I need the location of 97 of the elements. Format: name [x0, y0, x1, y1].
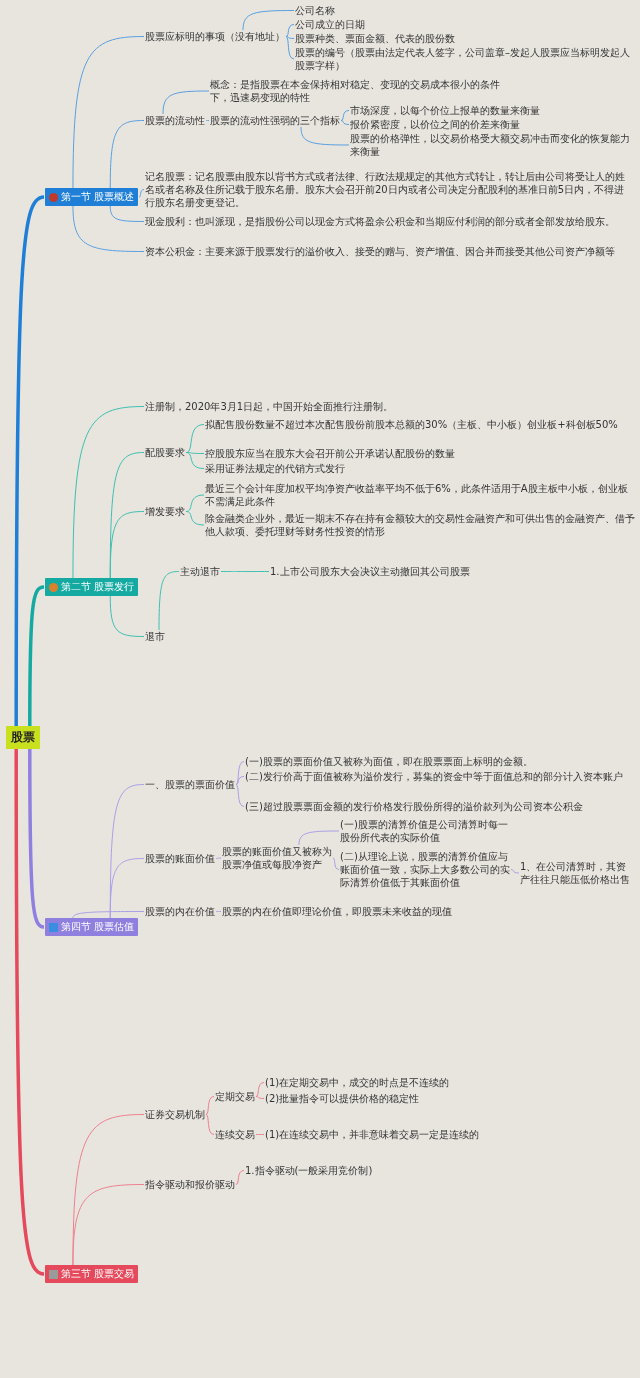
branch-line	[185, 494, 205, 512]
topic-text: 配股要求	[145, 446, 185, 459]
branch-line	[14, 195, 45, 726]
topic-text: 股票的流动性强弱的三个指标	[210, 114, 340, 127]
section-title: 第二节 股票发行	[61, 580, 135, 594]
topic-text: 公司成立的日期	[295, 18, 365, 31]
branch-line	[72, 36, 145, 189]
topic-text: (1)在连续交易中，并非意味着交易一定是连续的	[265, 1128, 480, 1141]
topic-text: 报价紧密度，以价位之间的价差来衡量	[350, 118, 520, 131]
topic-text: 股票的内在价值即理论价值，即股票未来收益的现值	[222, 905, 452, 918]
branch-line	[235, 1170, 245, 1185]
section-box	[45, 918, 139, 936]
section-box	[45, 188, 139, 206]
topic-text: 概念：是指股票在本金保持相对稳定、变现的交易成本很小的条件下，迅速易变现的特性	[210, 78, 510, 104]
topic-text: 股票的内在价值	[145, 905, 215, 918]
topic-text: 股票的流动性	[145, 114, 205, 127]
branch-line	[300, 126, 350, 146]
section-box	[45, 578, 139, 596]
topic-text: (一)股票的清算价值是公司清算时每一股份所代表的实际价值	[340, 818, 510, 844]
topic-text: 主动退市	[180, 565, 220, 578]
topic-text: 现金股利：也叫派现，是指股份公司以现金方式将盈余公积金和当期应付利润的部分或者全部发放给股东。	[145, 215, 630, 228]
branch-line	[72, 911, 145, 919]
topic-text: (二)发行价高于面值被称为溢价发行，募集的资金中等于面值总和的部分计入资本账户	[245, 770, 630, 783]
branch-line	[215, 857, 222, 859]
topic-text: 增发要求	[145, 505, 185, 518]
topic-text: 1.上市公司股东大会决议主动撤回其公司股票	[270, 565, 470, 578]
branch-line	[28, 585, 45, 726]
topic-text: 除金融类企业外，最近一期末不存在持有金额较大的交易性金融资产和可供出售的金融资产、借予他人款项、委托理财等财务性投资的情形	[205, 512, 635, 538]
topic-text: 1、在公司清算时，其资产往往只能压低价格出售	[520, 860, 635, 886]
branch-line	[158, 571, 180, 631]
topic-text: 资本公积金：主要来源于股票发行的溢价收入、接受的赠与、资产增值、因合并而接受其他公司资产净额等	[145, 245, 630, 258]
branch-line	[205, 120, 210, 121]
topic-text: 记名股票：记名股票由股东以背书方式或者法律、行政法规规定的其他方式转让，转让后由公司将受让人的姓名或者名称及住所记载于股东名册。股东大会召开前20日内或者公司决定分配股利的基准日前5日内，不得进行股东名册变更登记。	[145, 170, 630, 209]
section-title: 第三节 股票交易	[61, 1267, 135, 1281]
branch-line	[255, 1134, 265, 1135]
branch-line	[205, 1096, 215, 1115]
branch-line	[72, 1184, 145, 1266]
topic-text: (2)批量指令可以提供价格的稳定性	[265, 1092, 420, 1105]
topic-text: 控股股东应当在股东大会召开前公开承诺认配股份的数量	[205, 447, 455, 460]
branch-line	[285, 24, 295, 37]
branch-line	[28, 749, 45, 929]
branch-line	[235, 784, 245, 807]
branch-line	[332, 857, 340, 870]
topic-text: 股票的编号（股票由法定代表人签字，公司盖章–发起人股票应当标明发起人股票字样）	[295, 46, 630, 72]
topic-text: 股票应标明的事项（没有地址）	[145, 30, 285, 43]
branch-line	[298, 830, 340, 846]
topic-text: 股票的账面价值	[145, 852, 215, 865]
topic-text: 连续交易	[215, 1128, 255, 1141]
branch-line	[109, 858, 145, 919]
topic-text: 最近三个会计年度加权平均净资产收益率平均不低于6%，此条件适用于A股主板中小板，创业板不需满足此条件	[205, 482, 635, 508]
branch-line	[72, 406, 145, 579]
branch-line	[235, 776, 245, 785]
section-title: 第一节 股票概述	[61, 190, 135, 204]
branch-line	[340, 110, 350, 121]
branch-line	[109, 205, 145, 222]
branch-line	[109, 120, 145, 189]
topic-text: (一)股票的票面价值又被称为面值，即在股票票面上标明的金额。	[245, 755, 533, 768]
topic-text: (二)从理论上说，股票的清算价值应与账面价值一致，实际上大多数公司的实际清算价值低于其账面价值	[340, 850, 510, 889]
topic-text: (三)超过股票票面金额的发行价格发行股份所得的溢价款列为公司资本公积金	[245, 800, 583, 813]
topic-text: 市场深度，以每个价位上报单的数量来衡量	[350, 104, 540, 117]
branch-line	[255, 1096, 265, 1099]
branch-line	[162, 90, 210, 115]
section-box	[45, 1265, 139, 1283]
topic-text: 股票种类、票面金额、代表的股份数	[295, 32, 455, 45]
topic-text: 拟配售股份数量不超过本次配售股份前股本总额的30%（主板、中小板）创业板+科创板50%	[205, 418, 635, 431]
topic-text: 采用证券法规定的代销方式发行	[205, 462, 345, 475]
branch-line	[185, 452, 205, 469]
branch-line	[242, 10, 295, 31]
root-box: 股票	[6, 726, 40, 749]
branch-line	[255, 1082, 265, 1097]
branch-line	[138, 189, 145, 198]
topic-text: 1.指令驱动(一般采用竞价制)	[245, 1164, 373, 1177]
topic-text: 退市	[145, 630, 165, 643]
branch-line	[185, 424, 205, 453]
topic-text: 股票的价格弹性，以交易价格受大额交易冲击而变化的恢复能力来衡量	[350, 132, 635, 158]
topic-text: 证券交易机制	[145, 1108, 205, 1121]
topic-text: 股票的账面价值又被称为股票净值或每股净资产	[222, 845, 332, 871]
topic-text: 定期交易	[215, 1090, 255, 1103]
section-title: 第四节 股票估值	[61, 920, 135, 934]
topic-text: 公司名称	[295, 4, 335, 17]
branch-line	[109, 595, 145, 637]
topic-text: (1)在定期交易中，成交的时点是不连续的	[265, 1076, 450, 1089]
topic-text: 指令驱动和报价驱动	[145, 1178, 235, 1191]
topic-text: 注册制，2020年3月1日起，中国开始全面推行注册制。	[145, 400, 394, 413]
branch-line	[220, 571, 270, 572]
branch-line	[285, 36, 295, 60]
branch-line	[72, 205, 145, 252]
branch-line	[215, 911, 222, 912]
branch-line	[109, 511, 145, 579]
branch-line	[285, 36, 295, 39]
branch-line	[235, 761, 245, 785]
branch-line	[185, 511, 205, 526]
topic-text: 一、股票的票面价值	[145, 778, 235, 791]
branch-line	[205, 1114, 215, 1135]
branch-line	[340, 120, 350, 125]
branch-line	[14, 749, 45, 1276]
branch-line	[510, 869, 520, 874]
